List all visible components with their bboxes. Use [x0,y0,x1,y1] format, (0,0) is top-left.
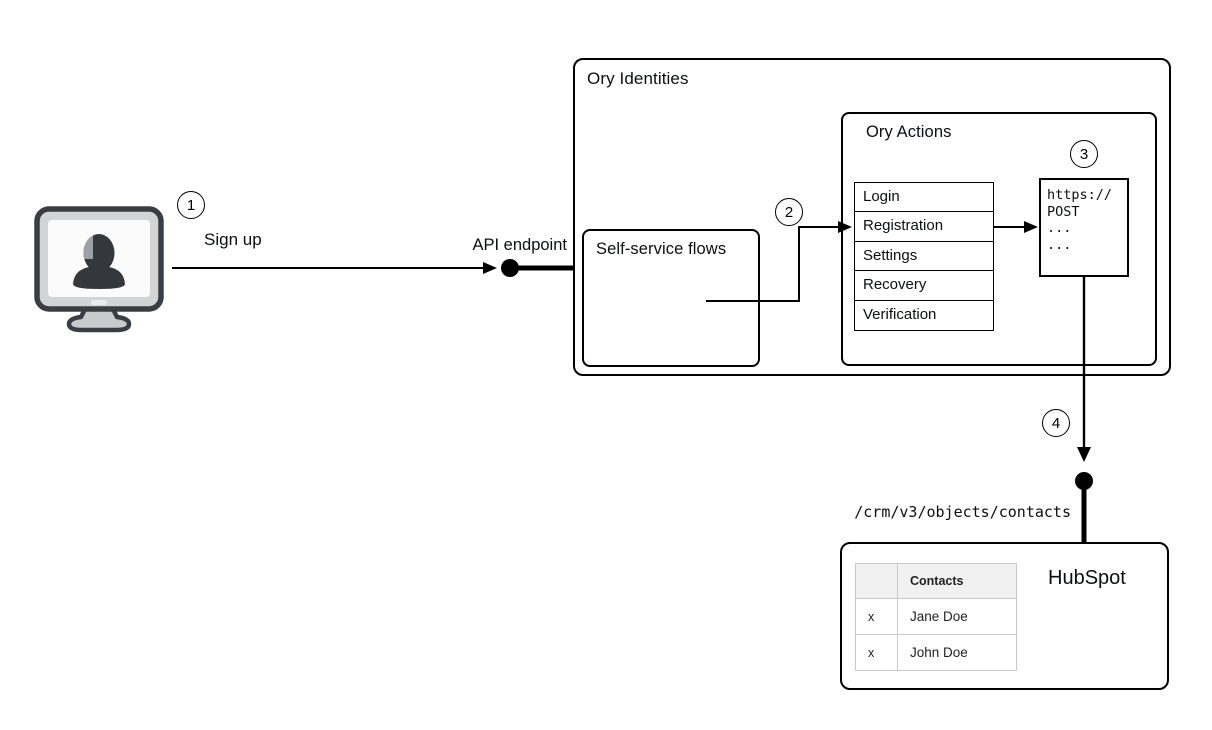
step-2-badge: 2 [775,198,803,226]
hubspot-endpoint-node [1075,472,1093,490]
contact-row: x Jane Doe [855,598,1017,635]
api-endpoint-label: API endpoint [472,236,568,254]
ory-actions-title: Ory Actions [866,123,952,141]
contacts-table-wrap: Contacts x Jane Doe x John Doe [855,563,1017,671]
monitor-stand [66,304,132,333]
flow-row-settings: Settings [854,240,994,272]
code-line: ... [1047,220,1072,236]
contacts-corner-cell [855,563,898,599]
api-endpoint-node [501,259,519,277]
contact-name-cell: John Doe [897,634,1017,671]
contact-marker-cell: x [855,598,898,635]
flow-list: Login Registration Settings Recovery Ver… [854,182,994,331]
flow-row-registration: Registration [854,211,994,243]
person-shoulders [73,261,125,289]
code-line: https:// [1047,187,1113,203]
code-line: POST [1047,203,1080,220]
ory-identities-title: Ory Identities [587,69,689,88]
sign-up-label: Sign up [204,230,262,249]
step-4-badge: 4 [1042,409,1070,437]
signup-arrowhead [483,262,497,274]
contacts-header-row: Contacts [855,563,1017,599]
flow-row-login: Login [854,182,994,213]
user-computer-icon [34,206,164,333]
contact-marker-cell: x [855,634,898,671]
webhook-to-hubspot-arrowhead [1077,447,1091,462]
contacts-header-cell: Contacts [897,563,1017,599]
contact-name-cell: Jane Doe [897,598,1017,635]
flow-row-recovery: Recovery [854,270,994,302]
hubspot-title: HubSpot [1048,567,1126,589]
contacts-table: Contacts x Jane Doe x John Doe [855,563,1017,671]
contact-row: x John Doe [855,634,1017,671]
webhook-request-box: https:// POST ... ... [1039,178,1129,277]
flow-row-verification: Verification [854,299,994,331]
ory-identities-box [573,58,1171,376]
self-service-flows-box [582,229,760,367]
step-3-badge: 3 [1070,140,1098,168]
crm-endpoint-path: /crm/v3/objects/contacts [854,503,1071,521]
step-1-badge: 1 [177,191,205,219]
self-service-flows-title: Self-service flows [596,240,727,258]
ory-actions-box [841,112,1157,366]
hubspot-box [840,542,1169,690]
code-line: ... [1047,236,1072,253]
person-head-highlight [83,235,93,259]
monitor-button [91,300,107,305]
